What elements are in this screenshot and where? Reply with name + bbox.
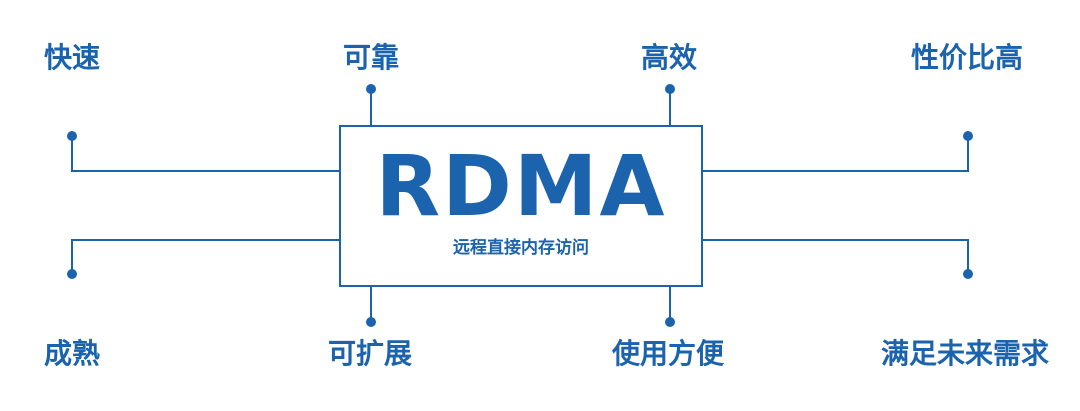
feature-label-efficient: 高效 [641, 41, 698, 74]
feature-label-fast: 快速 [44, 41, 101, 74]
connector-dot-bottom-mid-right [665, 317, 675, 327]
connector-dot-bottom-left [67, 269, 77, 279]
connector-dot-bottom-right [963, 269, 973, 279]
connector-dot-top-right [963, 131, 973, 141]
connector-bottom-left [71, 239, 340, 274]
feature-label-mature: 成熟 [44, 337, 101, 370]
connector-bottom-right [702, 239, 969, 274]
connector-dot-top-mid-right [665, 84, 675, 94]
rdma-subtitle: 远程直接内存访问 [453, 238, 589, 258]
feature-label-cost-effective: 性价比高 [911, 41, 1024, 74]
feature-label-scalable: 可扩展 [328, 337, 413, 370]
connector-dot-top-left [67, 131, 77, 141]
feature-label-future-needs: 满足未来需求 [881, 337, 1050, 370]
rdma-box [339, 125, 703, 287]
feature-label-reliable: 可靠 [343, 41, 400, 74]
feature-label-easy-to-use: 使用方便 [612, 337, 725, 370]
connector-dot-bottom-mid-left [366, 317, 376, 327]
connector-top-left [71, 136, 340, 172]
connector-top-right [702, 136, 969, 172]
rdma-title: RDMA [375, 137, 667, 235]
connector-dot-top-mid-left [366, 84, 376, 94]
